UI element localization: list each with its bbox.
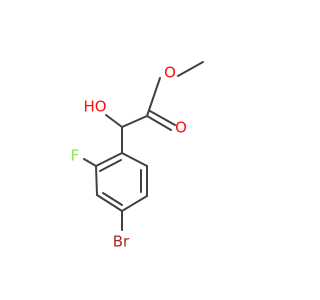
bond-ring-f [83, 158, 97, 167]
hydroxyl-label: HO [83, 98, 106, 116]
bond-alphac-oh [105, 114, 123, 128]
bond-ring-1-inner [99, 159, 122, 172]
carbonyl-oxygen-label: O [175, 119, 187, 137]
structure-diagram: O O HO F Br [71, 61, 204, 251]
bond-ring-2 [95, 165, 98, 196]
bond-carbonylc-o-b [149, 110, 176, 126]
bond-ring-4 [121, 195, 148, 212]
bromine-label: Br [113, 233, 130, 251]
bond-ring-3-inner [102, 192, 123, 206]
bond-methyl-o [177, 61, 204, 77]
bonds [83, 61, 204, 231]
ester-oxygen-label: O [164, 64, 176, 82]
bond-carbonylc-alphac [121, 115, 148, 128]
bond-ring-1 [95, 152, 123, 167]
atom-labels: O O HO F Br [71, 64, 187, 251]
bond-o-carbonylc [146, 77, 161, 117]
bond-carbonylc-o-a [146, 115, 172, 131]
bond-ring-3 [96, 194, 123, 212]
fluorine-label: F [71, 147, 80, 165]
bond-ring-6 [121, 152, 148, 167]
